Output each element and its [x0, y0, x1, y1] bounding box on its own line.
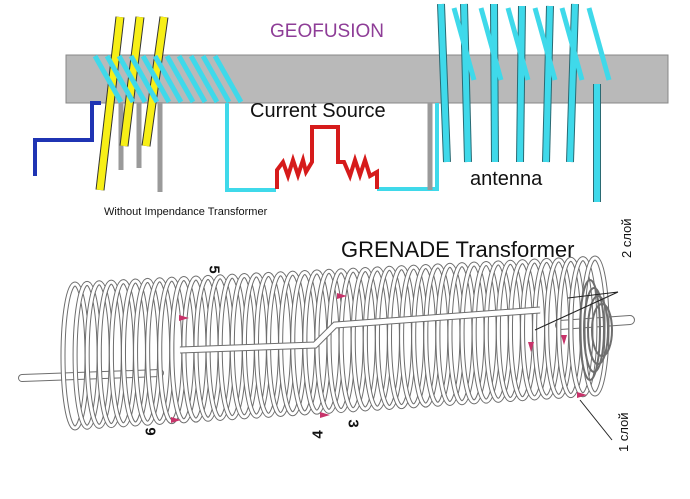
current-source-zigzag	[275, 125, 379, 189]
cyan-diag-strand	[586, 7, 612, 81]
geofusion-diagram	[33, 3, 669, 202]
hatch-winding	[176, 54, 208, 104]
winding-number-4: 4	[309, 430, 327, 439]
hatch-winding	[164, 54, 196, 104]
current-source-symbol	[275, 125, 379, 189]
inner-layer-ring	[591, 303, 613, 357]
current-arrow	[561, 335, 567, 345]
current-source-label: Current Source	[250, 100, 386, 122]
cyan-strand	[491, 3, 498, 163]
without-transformer-caption: Without Impendance Transformer	[104, 206, 268, 218]
hatch-winding	[92, 54, 124, 104]
cyan-diag-strand	[559, 7, 585, 81]
inner-layer-ring	[583, 287, 605, 373]
transformer-windings	[18, 255, 635, 441]
hatch-winding	[140, 54, 172, 104]
cyan-lead-right	[377, 103, 439, 191]
hatch-winding	[188, 54, 220, 104]
grenade-transformer-drawing	[18, 255, 635, 441]
grenade-transformer-title: GRENADE Transformer	[341, 237, 575, 262]
hatch-winding	[212, 54, 244, 104]
cyan-lead-left	[225, 103, 276, 192]
blue-lead-wire	[33, 101, 101, 176]
layer-1-label: 1 слой	[616, 412, 631, 452]
cyan-strand	[543, 5, 553, 163]
current-arrow	[577, 392, 587, 398]
layer-1-leader	[579, 399, 613, 441]
yellow-coil	[92, 16, 244, 191]
current-direction-arrows	[171, 293, 587, 423]
hatch-winding	[152, 54, 184, 104]
hatch-winding	[116, 54, 148, 104]
current-arrow	[171, 417, 181, 423]
yellow-strand	[96, 16, 124, 191]
cyan-strand	[461, 3, 471, 163]
current-arrow	[179, 315, 189, 321]
hatch-winding	[128, 54, 160, 104]
cyan-antenna-coil	[437, 3, 612, 202]
cyan-strand	[567, 3, 578, 163]
layer-2-label: 2 слой	[619, 218, 634, 258]
geofusion-title: GEOFUSION	[270, 21, 385, 42]
crossover-wire	[179, 307, 541, 353]
cyan-diag-strand	[505, 7, 531, 81]
hatch-winding	[200, 54, 232, 104]
cyan-diag-strand	[532, 7, 558, 81]
cyan-diag-strand	[451, 7, 477, 81]
cyan-strand	[438, 3, 450, 163]
current-arrow	[320, 412, 330, 418]
hatch-winding	[104, 54, 136, 104]
cyan-strand	[517, 5, 525, 163]
antenna-label: antenna	[470, 168, 543, 190]
winding-number-6: 6	[142, 427, 160, 436]
current-arrow	[337, 293, 347, 299]
winding-number-3: 3	[344, 419, 362, 428]
layer-2-leader	[534, 291, 619, 331]
winding-number-5: 5	[205, 265, 223, 274]
current-arrow	[528, 342, 534, 352]
inner-layer-ring	[587, 295, 609, 365]
cyan-diag-strand	[478, 7, 504, 81]
inner-layer-ring	[579, 279, 601, 381]
